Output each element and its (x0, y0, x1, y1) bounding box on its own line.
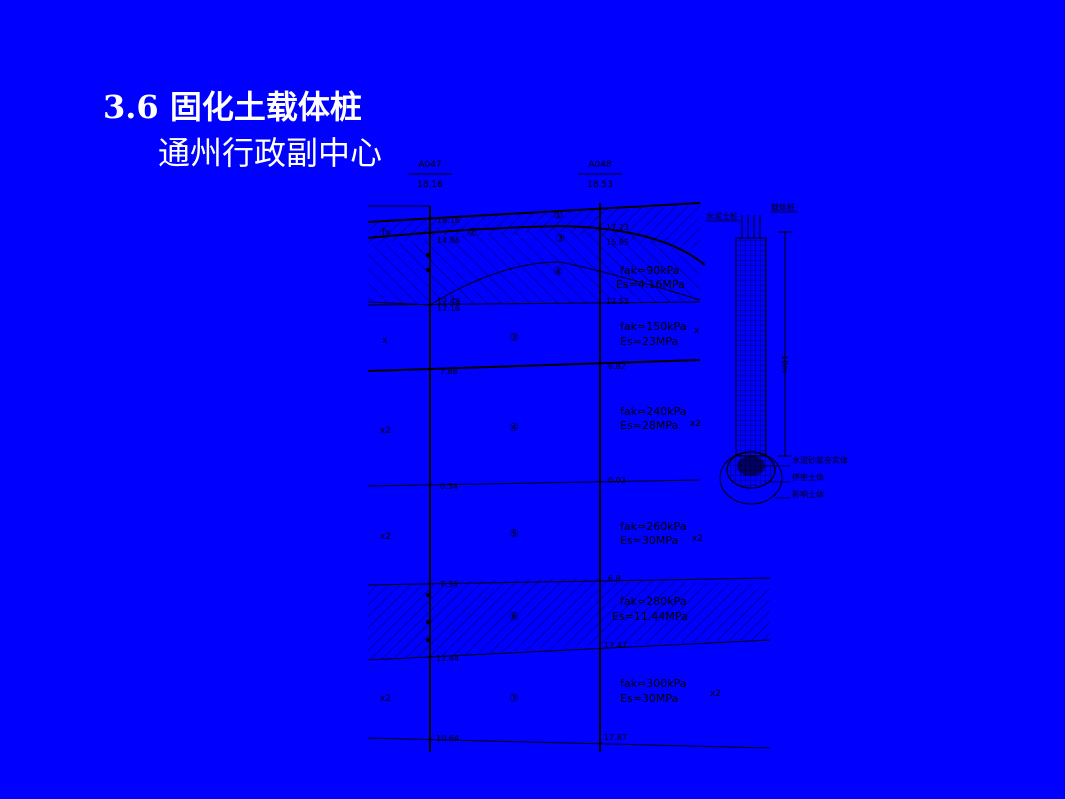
elevation-label: 12.48 (437, 297, 460, 306)
pile-callout-label: 挤密土体 (792, 472, 824, 482)
layer-fak-label: fak=260kPa (620, 520, 686, 533)
elevation-label: 0.03 (608, 476, 626, 485)
soil-code-label: x2 (380, 694, 391, 704)
elevation-label: 14.86 (437, 236, 460, 245)
borehole-ticks (426, 253, 430, 642)
elevation-label: 12.16 (437, 304, 460, 313)
layer-es-label: Es=30MPa (620, 534, 678, 547)
pile-detail: 10m 水泥土桩 载体桩 水泥砂浆夯实体 挤密土体 影响土体 (706, 202, 848, 505)
right-soil-codes: x x2 x2 x2 (690, 326, 721, 699)
soil-code-label: x2 (692, 534, 703, 544)
elevation-label: 17.87 (604, 733, 627, 742)
pile-callout-label: 水泥砂浆夯实体 (792, 455, 848, 465)
layer-fak-label: fak=150kPa (620, 320, 686, 333)
borehole-elevation-label: 18.53 (587, 180, 613, 190)
elevation-label: 18.16 (437, 216, 460, 225)
elevation-label: 0.34 (440, 482, 458, 491)
layer-fak-label: fak=280kPa (620, 595, 686, 608)
borehole-A048: A048 18.53 (578, 160, 622, 752)
slide-subtitle: 通州行政副中心 (158, 134, 383, 172)
soil-code-label: x2 (710, 689, 721, 699)
fill-zone-layer-6 (368, 578, 770, 660)
pile-callout-label: 影响土体 (792, 489, 824, 499)
soil-code-label: x (382, 336, 388, 346)
layer-markers: ① ② ③ ④ ③ ④ ⑤ ⑥ ⑦ (467, 209, 565, 705)
layer-marker: ① (553, 209, 563, 222)
layer-marker: ⑥ (509, 610, 519, 623)
elevation-label: 15.85 (606, 238, 629, 247)
elevation-label: 12.47 (604, 641, 627, 650)
layer-marker: ③ (509, 331, 519, 344)
layer-es-label: Es=23MPa (620, 335, 678, 348)
pile-top-left-label: 水泥土桩 (706, 211, 738, 221)
soil-code-label: fx (382, 228, 391, 238)
elevation-label: 12.44 (436, 654, 459, 663)
elevation-label: 10.64 (436, 734, 459, 743)
elevation-label: 6.82 (608, 362, 626, 371)
layer-marker: ⑤ (509, 527, 519, 540)
right-elevation-labels: 17.23 15.85 12.53 6.82 0.03 6.8 12.47 17… (604, 223, 629, 742)
left-soil-codes: fx x x2 x2 x2 (380, 228, 391, 704)
layer-property-labels: fak=90kPa Es=4.16MPa fak=150kPa Es=23MPa… (612, 264, 688, 705)
elevation-label: 7.88 (440, 367, 458, 376)
soil-code-label: x (694, 326, 700, 336)
layer-marker: ⑦ (509, 692, 519, 705)
elevation-label: 12.53 (606, 297, 629, 306)
elevation-label: 6.8 (608, 574, 621, 583)
layer-es-label: Es=4.16MPa (616, 278, 685, 291)
layer-fak-label: fak=240kPa (620, 405, 686, 418)
elevation-label: 17.23 (606, 223, 629, 232)
borehole-id-label: A048 (588, 160, 612, 170)
pile-length-label: 10m (780, 355, 789, 373)
layer-marker: ④ (509, 421, 519, 434)
pile-top-right-label: 载体桩 (771, 202, 795, 212)
borehole-id-label: A047 (418, 160, 441, 170)
borehole-A047: A047 18.16 (408, 160, 452, 752)
slide-title: 3.6 固化土载体桩 (103, 88, 362, 126)
elevation-label: 7.34 (440, 580, 458, 589)
left-elevation-labels: 18.16 14.86 12.48 12.16 7.88 0.34 7.34 1… (436, 216, 460, 743)
soil-code-label: x2 (380, 426, 391, 436)
layer-boundaries (367, 202, 771, 749)
layer-es-label: Es=30MPa (620, 692, 678, 705)
layer-marker: ④ (553, 265, 563, 278)
borehole-elevation-label: 18.16 (417, 180, 443, 190)
soil-code-label: x2 (690, 419, 701, 429)
layer-es-label: Es=11.44MPa (612, 610, 688, 623)
layer-fak-label: fak=300kPa (620, 677, 686, 690)
soil-code-label: x2 (380, 532, 391, 542)
layer-es-label: Es=28MPa (620, 419, 678, 432)
layer-fak-label: fak=90kPa (620, 264, 679, 277)
layer-marker: ② (467, 226, 477, 239)
fill-zone-layer-2 (368, 228, 700, 305)
layer-marker: ③ (555, 232, 565, 245)
